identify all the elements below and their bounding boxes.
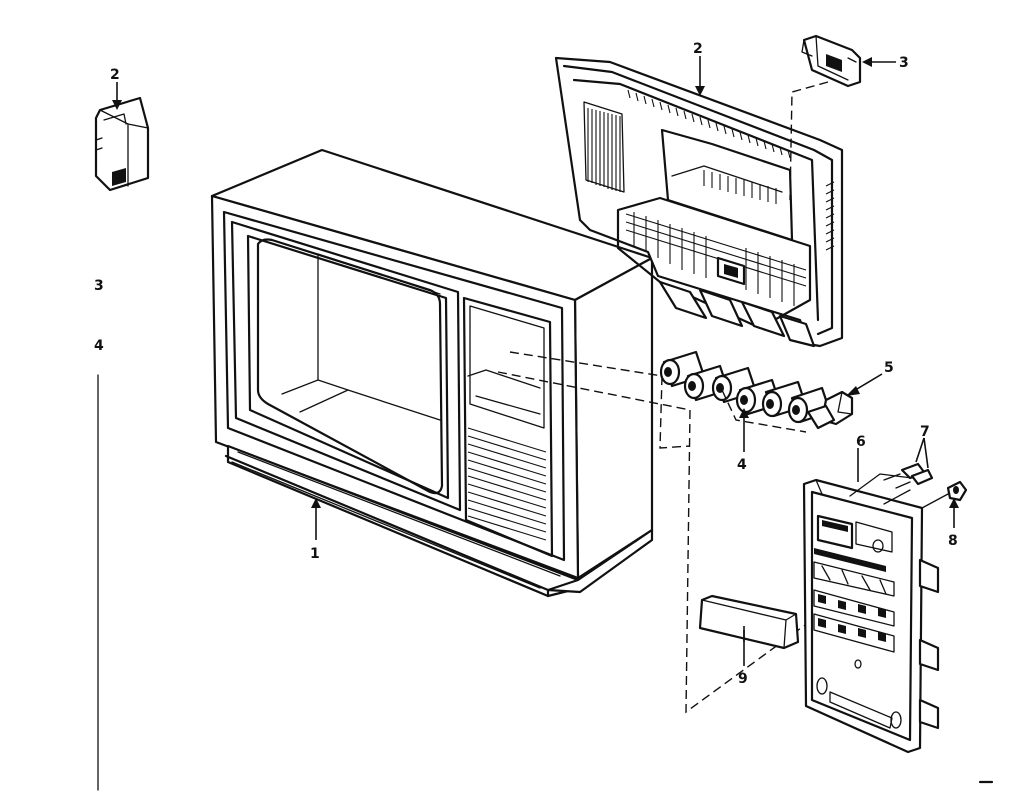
callout-2: 2	[693, 41, 703, 57]
guide-dash-line	[497, 371, 691, 411]
callout-2-detail: 2	[110, 67, 120, 83]
leader-7a	[915, 437, 925, 463]
callout-5: 5	[884, 360, 894, 376]
back-cover-part	[554, 56, 844, 348]
guide-dash-line	[509, 351, 691, 449]
callout-3: 3	[899, 55, 909, 71]
clip-part	[806, 390, 854, 430]
guide-dash-line	[685, 409, 813, 714]
left-vent	[587, 108, 621, 192]
side-label-4: 4	[94, 338, 104, 354]
callout-7: 7	[920, 424, 930, 440]
top-vent	[627, 89, 791, 159]
inner-vent	[703, 170, 777, 204]
callout-4: 4	[737, 457, 747, 473]
callout-8: 8	[948, 533, 958, 549]
bushing-part	[921, 480, 968, 509]
knob	[683, 364, 730, 402]
lower-grille	[625, 212, 807, 306]
callout-6: 6	[856, 434, 866, 450]
cabinet-part	[210, 148, 654, 598]
leader-7b	[923, 437, 929, 469]
bracket-part	[801, 34, 862, 88]
side-label-3: 3	[94, 278, 104, 294]
callout-9: 9	[738, 671, 748, 687]
speaker-grille	[467, 427, 547, 541]
back-cover-detail-part	[94, 96, 150, 192]
guide-dash-line	[721, 389, 807, 433]
right-vent	[825, 181, 835, 251]
cover-plate-part	[698, 594, 800, 650]
control-panel-part	[802, 473, 940, 754]
callout-1: 1	[310, 546, 320, 562]
screws-part	[883, 462, 934, 489]
